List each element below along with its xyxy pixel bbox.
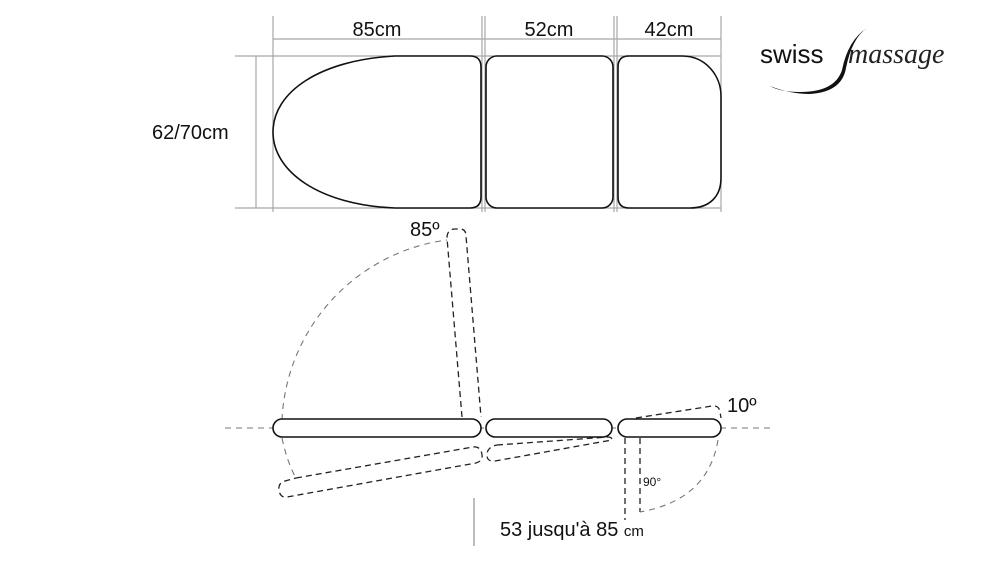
footrest-arc [639,439,719,513]
head-section-top [272,55,482,209]
foot-section-top [617,55,722,209]
footrest-raise-angle-label: 10º [727,395,757,417]
footrest-drop-angle-label: 90° [643,475,661,489]
foot-section-side [617,418,722,438]
middle-section-side [485,418,613,438]
middle-lowered [486,436,613,462]
svg-text:massage: massage [848,39,944,70]
backrest-down-arc [281,437,297,479]
height-range-label: 53 jusqu'à 85 cm [500,519,644,541]
svg-text:swiss: swiss [760,39,824,69]
swissmassage-logo: swiss massage [760,28,944,94]
backrest-angle-label: 85º [410,219,440,241]
head-length-label: 85cm [353,19,402,41]
footrest-raised [635,405,722,419]
head-section-side [272,418,482,438]
backrest-arc [281,239,448,421]
middle-section-top [485,55,614,209]
logo-swoosh [770,28,867,94]
width-label: 62/70cm [152,122,229,144]
middle-length-label: 52cm [525,19,574,41]
backrest-lowered [278,446,483,498]
backrest-raised [446,228,482,418]
foot-length-label: 42cm [645,19,694,41]
footrest-dropped [624,438,641,520]
